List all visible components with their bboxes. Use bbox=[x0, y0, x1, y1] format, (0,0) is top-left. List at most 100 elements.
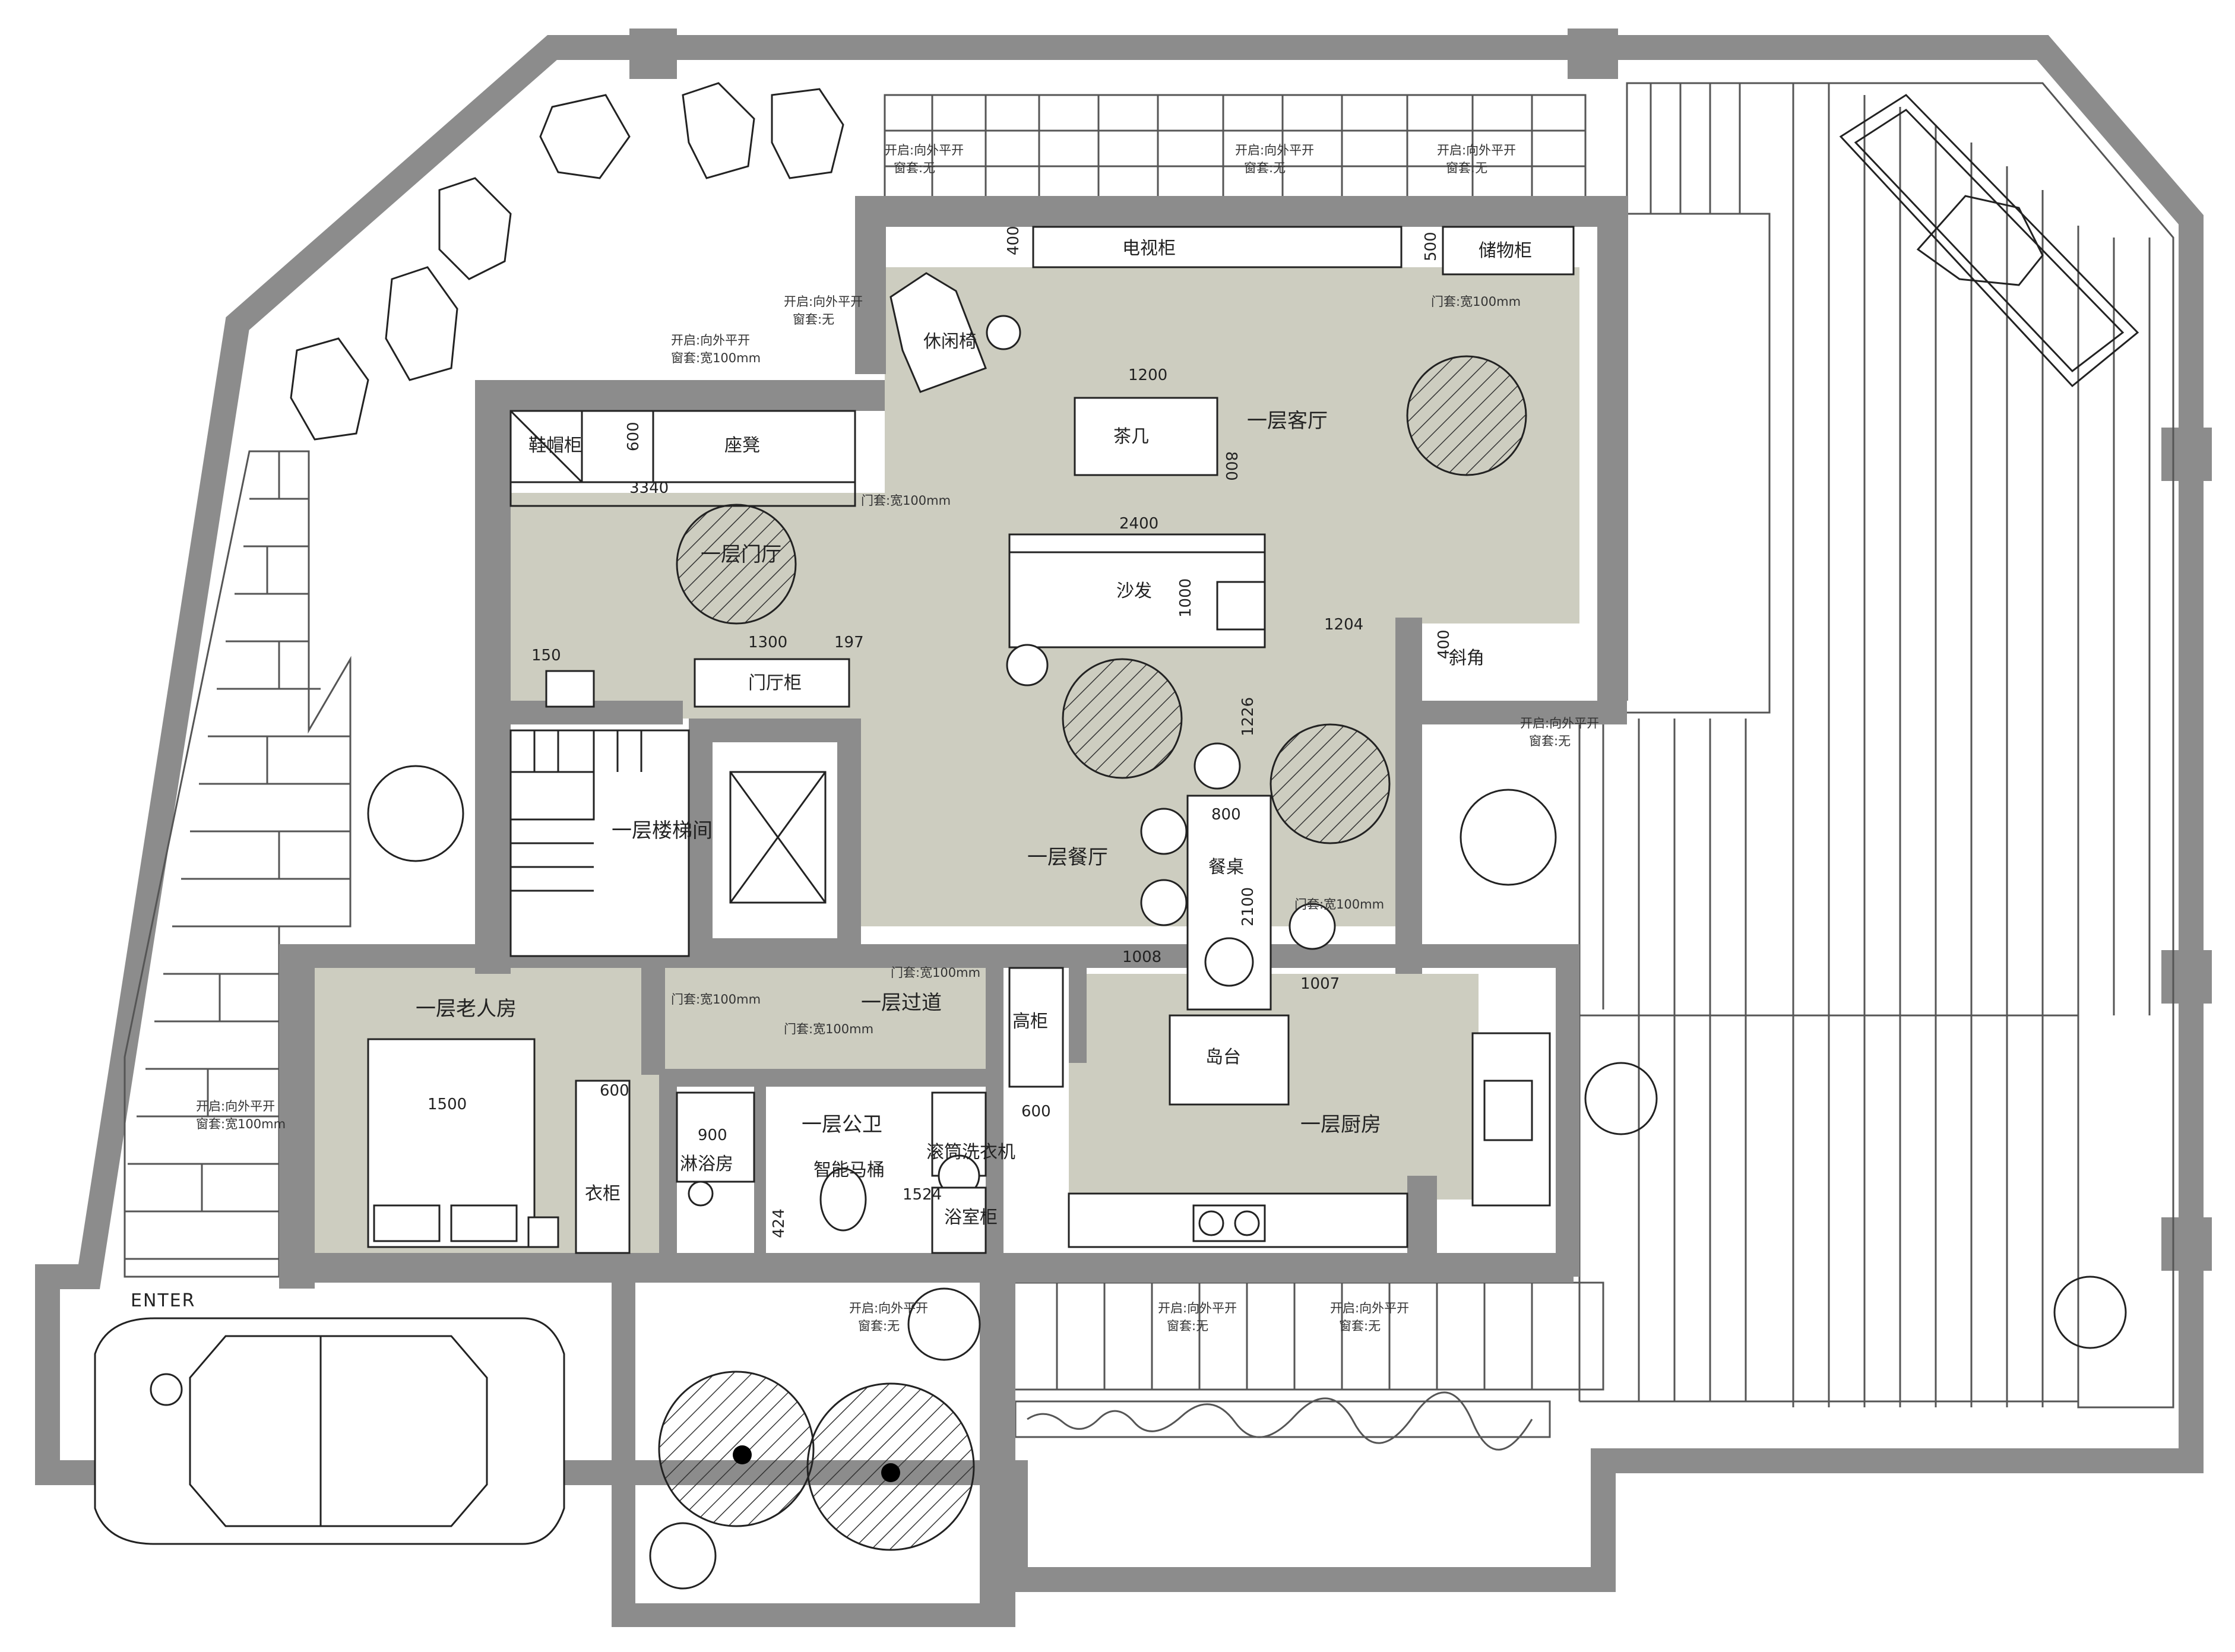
room-corridor: 一层过道 bbox=[861, 991, 942, 1015]
svg-text:2400: 2400 bbox=[1119, 515, 1158, 533]
building-walls bbox=[279, 196, 1628, 1627]
rug bbox=[676, 504, 797, 625]
svg-text:休闲椅: 休闲椅 bbox=[923, 331, 977, 352]
svg-text:窗套:宽100mm: 窗套:宽100mm bbox=[671, 351, 761, 365]
room-labels: 一层客厅 一层门厅 一层餐厅 一层楼梯间 一层老人房 一层过道 一层公卫 一层厨… bbox=[416, 409, 1381, 1137]
dining-table bbox=[1186, 795, 1272, 1011]
svg-text:岛台: 岛台 bbox=[1205, 1047, 1241, 1068]
svg-text:900: 900 bbox=[698, 1126, 727, 1144]
trees bbox=[367, 765, 2127, 1590]
svg-text:储物柜: 储物柜 bbox=[1479, 240, 1532, 261]
svg-text:电视柜: 电视柜 bbox=[1122, 238, 1176, 259]
svg-text:2100: 2100 bbox=[1239, 887, 1257, 926]
svg-text:门套:宽100mm: 门套:宽100mm bbox=[784, 1022, 873, 1036]
enter-label: ENTER bbox=[131, 1290, 196, 1311]
svg-text:鞋帽柜: 鞋帽柜 bbox=[528, 435, 582, 456]
svg-text:窗套:无: 窗套:无 bbox=[1446, 161, 1487, 175]
svg-text:窗套:宽100mm: 窗套:宽100mm bbox=[196, 1117, 286, 1131]
svg-text:400: 400 bbox=[1435, 629, 1453, 659]
right-decking bbox=[1578, 82, 2174, 1409]
svg-text:开启:向外平开: 开启:向外平开 bbox=[1520, 716, 1599, 730]
svg-text:1008: 1008 bbox=[1122, 948, 1161, 966]
svg-text:滚筒洗衣机: 滚筒洗衣机 bbox=[926, 1142, 1015, 1163]
rug bbox=[1062, 658, 1183, 779]
svg-text:1524: 1524 bbox=[903, 1186, 942, 1204]
room-living: 一层客厅 bbox=[1247, 409, 1328, 433]
svg-text:1204: 1204 bbox=[1324, 616, 1363, 634]
dimension-labels: 400 500 1200 800 2400 1000 3340 600 1300… bbox=[428, 226, 1453, 1238]
hall-cabinet bbox=[694, 658, 850, 708]
window-notes: 开启:向外平开 窗套:无 开启:向外平开 窗套:无 开启:向外平开 窗套:无 开… bbox=[196, 143, 1599, 1333]
svg-text:窗套:无: 窗套:无 bbox=[1529, 734, 1571, 748]
svg-text:衣柜: 衣柜 bbox=[585, 1183, 621, 1204]
svg-text:800: 800 bbox=[1211, 806, 1241, 824]
furniture-labels: 电视柜 储物柜 休闲椅 茶几 沙发 鞋帽柜 座凳 门厅柜 餐桌 岛台 高柜 衣柜… bbox=[528, 238, 1532, 1228]
svg-text:门套:宽100mm: 门套:宽100mm bbox=[671, 992, 761, 1007]
svg-text:500: 500 bbox=[1422, 232, 1440, 261]
furniture bbox=[367, 226, 1575, 1254]
room-foyer: 一层门厅 bbox=[701, 543, 781, 567]
svg-text:600: 600 bbox=[625, 422, 642, 451]
svg-text:淋浴房: 淋浴房 bbox=[680, 1154, 733, 1175]
svg-text:开启:向外平开: 开启:向外平开 bbox=[784, 295, 863, 309]
coffee-table bbox=[1074, 397, 1218, 476]
svg-text:高柜: 高柜 bbox=[1012, 1011, 1048, 1032]
bottom-deck bbox=[1008, 1281, 1604, 1451]
svg-text:197: 197 bbox=[834, 634, 864, 651]
svg-text:门套:宽100mm: 门套:宽100mm bbox=[1294, 897, 1384, 912]
svg-text:1500: 1500 bbox=[428, 1096, 467, 1113]
svg-text:智能马桶: 智能马桶 bbox=[813, 1160, 885, 1181]
svg-text:餐桌: 餐桌 bbox=[1208, 857, 1244, 878]
svg-text:座凳: 座凳 bbox=[724, 435, 760, 456]
room-kitchen: 一层厨房 bbox=[1300, 1113, 1381, 1137]
rug bbox=[1406, 355, 1527, 476]
svg-text:开启:向外平开: 开启:向外平开 bbox=[1158, 1301, 1237, 1315]
svg-text:1300: 1300 bbox=[748, 634, 787, 651]
svg-text:窗套:无: 窗套:无 bbox=[858, 1319, 900, 1333]
svg-text:3340: 3340 bbox=[629, 479, 669, 497]
svg-text:开启:向外平开: 开启:向外平开 bbox=[885, 143, 964, 157]
tv-cabinet bbox=[1032, 226, 1403, 268]
svg-text:窗套:无: 窗套:无 bbox=[1339, 1319, 1381, 1333]
svg-text:424: 424 bbox=[770, 1208, 788, 1238]
tall-cabinet bbox=[1008, 967, 1064, 1088]
planter bbox=[1839, 94, 2139, 388]
svg-text:150: 150 bbox=[531, 647, 561, 664]
svg-text:开启:向外平开: 开启:向外平开 bbox=[671, 333, 750, 347]
svg-text:窗套:无: 窗套:无 bbox=[1244, 161, 1286, 175]
svg-text:1007: 1007 bbox=[1300, 975, 1340, 993]
svg-text:门套:宽100mm: 门套:宽100mm bbox=[891, 966, 980, 980]
svg-text:600: 600 bbox=[600, 1082, 629, 1100]
garden-stones bbox=[290, 82, 844, 441]
svg-text:门厅柜: 门厅柜 bbox=[748, 673, 802, 694]
svg-text:门套:宽100mm: 门套:宽100mm bbox=[861, 493, 951, 508]
toilet bbox=[819, 1167, 867, 1232]
left-paving bbox=[124, 450, 352, 1278]
svg-text:600: 600 bbox=[1021, 1103, 1051, 1121]
room-bathroom: 一层公卫 bbox=[802, 1113, 882, 1137]
shower bbox=[676, 1091, 755, 1183]
storage-cabinet bbox=[1442, 226, 1575, 276]
svg-text:开启:向外平开: 开启:向外平开 bbox=[1437, 143, 1516, 157]
svg-text:1200: 1200 bbox=[1128, 366, 1167, 384]
room-stair: 一层楼梯间 bbox=[612, 819, 713, 843]
svg-text:窗套:无: 窗套:无 bbox=[793, 312, 834, 327]
svg-text:开启:向外平开: 开启:向外平开 bbox=[196, 1099, 275, 1113]
svg-text:400: 400 bbox=[1005, 226, 1022, 255]
svg-text:窗套:无: 窗套:无 bbox=[894, 161, 935, 175]
island bbox=[1169, 1014, 1290, 1106]
svg-text:开启:向外平开: 开启:向外平开 bbox=[1235, 143, 1314, 157]
svg-text:浴室柜: 浴室柜 bbox=[944, 1207, 998, 1228]
svg-text:开启:向外平开: 开启:向外平开 bbox=[849, 1301, 928, 1315]
svg-text:1000: 1000 bbox=[1177, 578, 1195, 618]
wardrobe bbox=[575, 1080, 631, 1254]
svg-text:沙发: 沙发 bbox=[1116, 581, 1152, 602]
svg-text:800: 800 bbox=[1222, 451, 1240, 481]
svg-text:斜角: 斜角 bbox=[1449, 648, 1484, 669]
room-elder-bedroom: 一层老人房 bbox=[416, 997, 517, 1021]
rug bbox=[1270, 723, 1391, 844]
svg-text:1226: 1226 bbox=[1239, 697, 1257, 736]
svg-text:开启:向外平开: 开启:向外平开 bbox=[1330, 1301, 1409, 1315]
car bbox=[94, 1317, 565, 1545]
